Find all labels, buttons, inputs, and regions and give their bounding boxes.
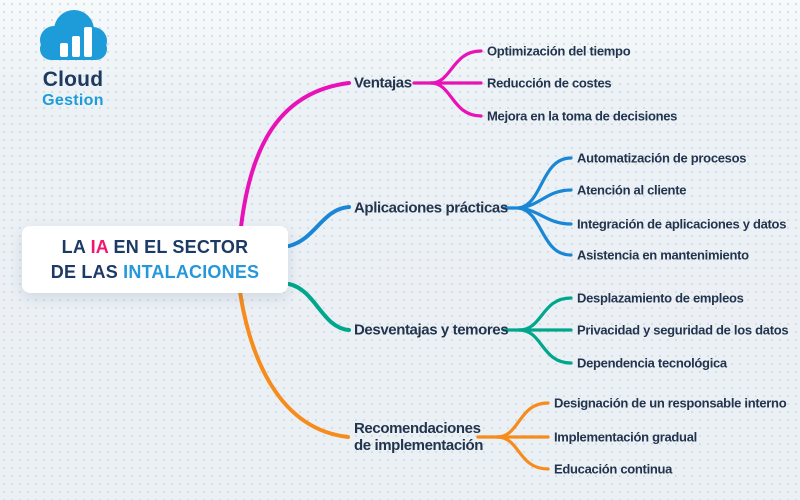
connector-desventajas-child3	[517, 328, 573, 365]
leaf-node-integracion-datos: Integración de aplicaciones y datos	[577, 216, 787, 232]
leaf-node-asistencia-mantenimiento: Asistencia en mantenimiento	[577, 247, 749, 263]
branch-node-recomendaciones-line2: de implementación	[354, 437, 484, 454]
connector-group-desventajas	[287, 282, 573, 365]
connector-desventajas-child1	[517, 296, 573, 332]
branch-node-recomendaciones-line1: Recomendaciones	[354, 420, 481, 437]
connector-recomendaciones-child3	[495, 435, 550, 471]
brand-logo: Cloud Gestion	[28, 10, 118, 110]
title-part: DE LAS	[50, 261, 118, 282]
branch-node-recomendaciones: Recomendaciones de implementación	[354, 420, 483, 454]
connector-group-aplicaciones	[287, 156, 573, 257]
branch-node-aplicaciones: Aplicaciones prácticas	[354, 199, 508, 217]
leaf-node-mejora-decisiones: Mejora en la toma de decisiones	[487, 108, 678, 124]
connector-recomendaciones-main	[238, 290, 350, 439]
logo-text-gestion: Gestion	[42, 92, 104, 109]
central-topic-title: LA IA EN EL SECTOR DE LAS INTALACIONES	[51, 235, 260, 285]
connector-group-recomendaciones	[238, 290, 550, 471]
logo-text-cloud: Cloud	[42, 68, 104, 91]
leaf-node-automatizacion-procesos: Automatización de procesos	[577, 150, 747, 166]
leaf-node-privacidad-seguridad: Privacidad y seguridad de los datos	[577, 322, 789, 338]
branch-node-desventajas: Desventajas y temores	[354, 321, 509, 339]
central-topic-card: LA IA EN EL SECTOR DE LAS INTALACIONES	[22, 226, 288, 293]
connector-aplicaciones-child1	[517, 156, 573, 210]
connector-ventajas-child1	[429, 49, 483, 85]
title-part-intalaciones: INTALACIONES	[123, 261, 260, 282]
connector-aplicaciones-main	[287, 205, 351, 248]
connector-desventajas-main	[287, 282, 351, 332]
leaf-node-optimizacion-tiempo: Optimización del tiempo	[487, 43, 631, 59]
cloud-chart-icon	[40, 10, 107, 60]
connector-aplicaciones-child2	[517, 188, 573, 210]
leaf-node-implementacion-gradual: Implementación gradual	[554, 429, 697, 445]
leaf-node-atencion-cliente: Atención al cliente	[577, 182, 687, 198]
title-part: EN EL SECTOR	[113, 236, 249, 257]
connector-ventajas-child3	[429, 81, 483, 118]
connector-aplicaciones-child4	[517, 206, 573, 257]
connector-ventajas-main	[239, 81, 351, 229]
leaf-node-educacion-continua: Educación continua	[554, 461, 673, 477]
leaf-node-reduccion-costes: Reducción de costes	[487, 75, 612, 91]
title-part-ia: IA	[90, 236, 109, 257]
title-part: LA	[61, 236, 86, 257]
connector-recomendaciones-child1	[495, 401, 550, 439]
leaf-node-dependencia-tecnologica: Dependencia tecnológica	[577, 355, 727, 371]
branch-node-ventajas: Ventajas	[354, 74, 412, 92]
connector-group-ventajas	[239, 49, 483, 229]
leaf-node-desplazamiento-empleos: Desplazamiento de empleos	[577, 290, 744, 306]
leaf-node-responsable-interno: Designación de un responsable interno	[554, 395, 787, 411]
